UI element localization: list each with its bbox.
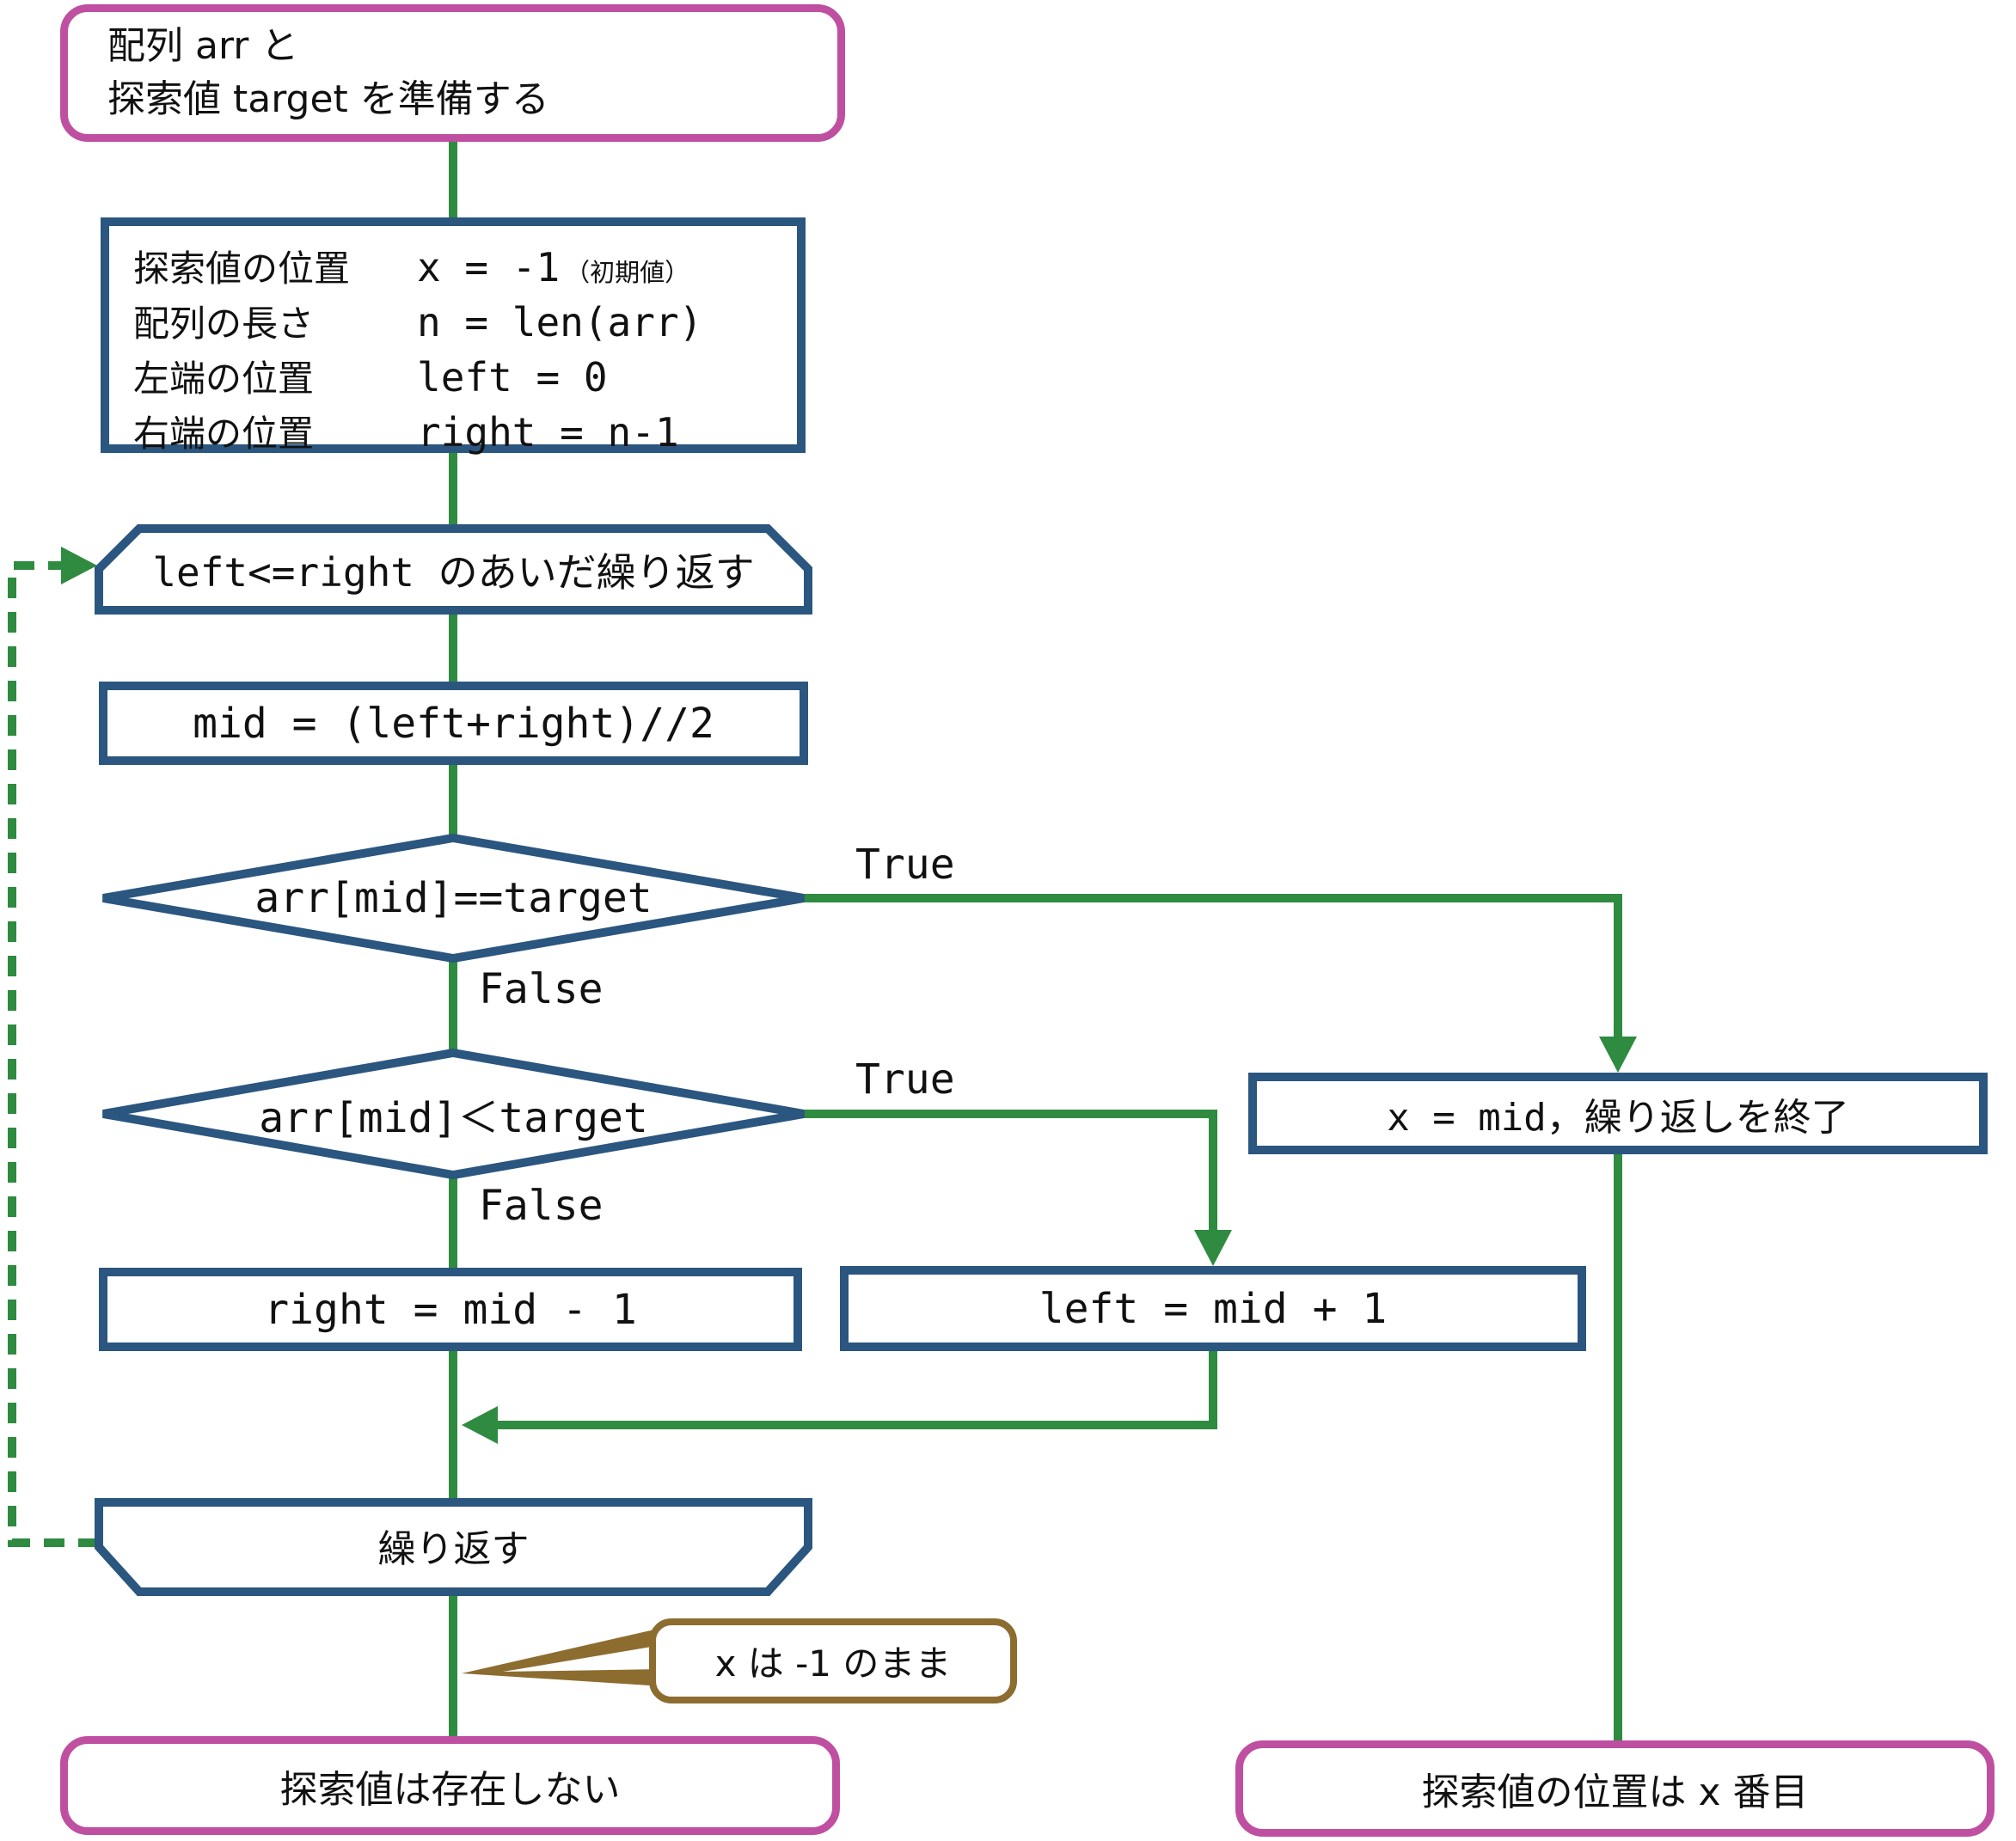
decision-eq-diamond xyxy=(102,833,805,963)
end-found-terminal: 探索値の位置は x 番目 xyxy=(1235,1740,1995,1837)
decision-lt-diamond xyxy=(102,1048,805,1180)
left-update-box: left = mid + 1 xyxy=(840,1266,1586,1351)
start-line1: 配列 arr と xyxy=(107,24,299,68)
init-code-x: x = -1 xyxy=(417,244,561,291)
init-label-right: 右端の位置 xyxy=(133,413,315,455)
true-label-lt: True xyxy=(855,1055,955,1104)
init-label-left: 左端の位置 xyxy=(133,358,315,400)
start-terminal: 配列 arr と 探索値 target を準備する xyxy=(60,4,845,142)
loop-start-shape xyxy=(95,524,812,615)
decision-lt-label: arr[mid]＜target xyxy=(259,1094,648,1142)
init-code-right: right = n-1 xyxy=(417,409,679,456)
loop-start-label: left<=right のあいだ繰り返す xyxy=(152,548,755,596)
edge-loopback-dashed xyxy=(8,561,99,1547)
arrowhead-into-found xyxy=(1599,1037,1637,1073)
arrowhead-merge-left xyxy=(462,1406,498,1444)
loop-end-shape xyxy=(95,1498,812,1596)
mid-box: mid = (left+right)//2 xyxy=(99,682,808,765)
init-row: 探索値の位置 x = -1 （初期値） xyxy=(133,240,797,295)
found-box: x = mid，繰り返しを終了 xyxy=(1248,1073,1988,1154)
init-label-x: 探索値の位置 xyxy=(133,248,351,290)
arrowhead-into-loopstart xyxy=(61,547,97,584)
note-bubble-tail-inner xyxy=(503,1645,662,1672)
note-bubble: x は -1 のまま xyxy=(649,1618,1017,1703)
false-label-lt: False xyxy=(479,1182,604,1230)
edge-left-update-merge xyxy=(498,1351,1217,1429)
init-box: 探索値の位置 x = -1 （初期値） 配列の長さ n = len(arr) 左… xyxy=(101,217,806,456)
loop-end-label: 繰り返す xyxy=(377,1527,530,1571)
init-row: 右端の位置 right = n-1 xyxy=(133,405,797,460)
right-update-box: right = mid - 1 xyxy=(99,1268,802,1351)
note-bubble-tail-outer xyxy=(462,1628,662,1686)
false-label-eq: False xyxy=(479,965,604,1013)
init-code-left: left = 0 xyxy=(417,354,608,401)
edge-true-eq-to-found xyxy=(804,894,1622,1040)
init-note-x: （初期値） xyxy=(565,258,690,287)
decision-eq-label: arr[mid]==target xyxy=(254,874,653,922)
init-row: 配列の長さ n = len(arr) xyxy=(133,295,797,350)
init-row: 左端の位置 left = 0 xyxy=(133,350,797,405)
edge-true-lt-to-left-update xyxy=(804,1110,1217,1230)
init-label-n: 配列の長さ xyxy=(133,303,315,345)
arrowhead-into-left-update xyxy=(1194,1230,1232,1266)
init-code-n: n = len(arr) xyxy=(417,299,703,346)
end-not-found-terminal: 探索値は存在しない xyxy=(60,1736,840,1835)
start-line2: 探索値 target を準備する xyxy=(107,77,549,121)
true-label-eq: True xyxy=(855,841,955,889)
